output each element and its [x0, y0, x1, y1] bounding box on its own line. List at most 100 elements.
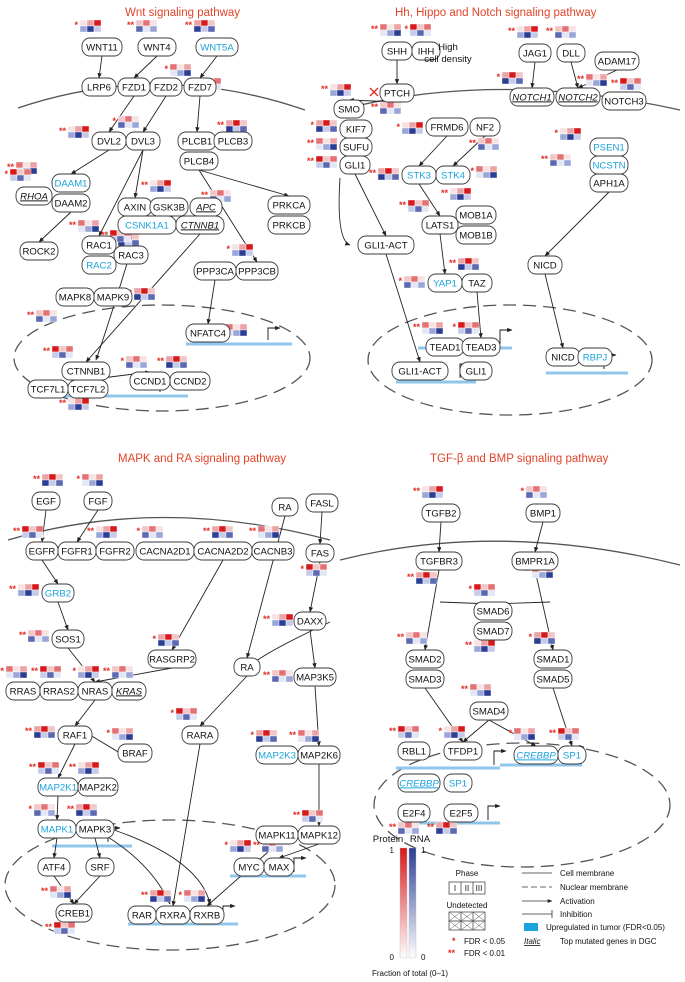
- node-rock2: ROCK2: [19, 241, 59, 261]
- node-rbl1: RBL1: [397, 741, 431, 761]
- node-daam1: DAAM1: [51, 173, 91, 193]
- mapk-cell-membrane: [7, 516, 331, 541]
- svg-text:*: *: [28, 804, 32, 814]
- node-srf: SRF: [85, 857, 115, 877]
- node-daxx: DAXX: [293, 611, 327, 631]
- svg-text:DAAM2: DAAM2: [54, 198, 87, 209]
- svg-text:**: **: [217, 120, 225, 130]
- node-rac3: RAC3: [113, 245, 149, 265]
- svg-text:*: *: [136, 526, 140, 536]
- node-gsk3b: GSK3B: [149, 197, 189, 217]
- node-stk4: STK4: [435, 165, 471, 185]
- svg-text:TEAD1: TEAD1: [430, 342, 461, 353]
- node-smad7: SMAD7: [473, 621, 513, 641]
- heatmap-wnt5a: **: [185, 19, 216, 33]
- node-egfr: EGFR: [25, 541, 59, 561]
- node-egf: EGF: [31, 491, 61, 511]
- svg-text:GRB2: GRB2: [45, 588, 71, 599]
- svg-text:**: **: [33, 474, 41, 484]
- node-mapk8: MAPK8: [55, 287, 95, 307]
- heatmap-smad2: **: [397, 631, 428, 645]
- heatmap-map2k1: **: [29, 761, 60, 775]
- svg-text:MAPK12: MAPK12: [300, 830, 338, 841]
- heatmap-ccnd1: *: [120, 355, 148, 369]
- node-cacna2d2: CACNA2D2: [193, 541, 253, 561]
- svg-text:**: **: [127, 20, 135, 30]
- svg-text:STK3: STK3: [407, 170, 431, 181]
- heatmap-tead1: **: [413, 321, 444, 335]
- svg-text:RAC3: RAC3: [118, 250, 144, 261]
- svg-text:RRAS2: RRAS2: [43, 686, 75, 697]
- heatmap-fas: *: [300, 563, 328, 577]
- node-sp1: SP1: [443, 773, 473, 793]
- edge-smad4-crebbp2: [488, 719, 537, 747]
- svg-text:**: **: [141, 890, 149, 900]
- svg-text:*: *: [508, 728, 512, 738]
- svg-text:CACNA2D1: CACNA2D1: [139, 546, 190, 557]
- svg-text:**: **: [101, 230, 109, 240]
- svg-text:**: **: [389, 726, 397, 736]
- svg-text:**: **: [461, 684, 469, 694]
- edge-mapk1-atf4: [52, 837, 58, 859]
- heatmap-notch1: *: [496, 71, 524, 85]
- node-cacna2d1: CACNA2D1: [135, 541, 195, 561]
- svg-text:RBPJ: RBPJ: [583, 352, 608, 363]
- svg-text:PPP3CA: PPP3CA: [196, 266, 234, 277]
- hh-panel-title: Hh, Hippo and Notch signaling pathway: [395, 7, 597, 19]
- svg-text:**: **: [307, 156, 315, 166]
- node-plcb1: PLCB1: [177, 131, 217, 151]
- protein-scale-top: 1: [390, 846, 395, 855]
- node-ppp3cb: PPP3CB: [235, 261, 279, 281]
- node-fas: FAS: [305, 543, 335, 563]
- heatmap-kras: **: [103, 665, 134, 679]
- node-rras2: RRAS2: [39, 681, 79, 701]
- edge-rasgrp2-nras: [94, 667, 173, 684]
- node-ra1: RA: [271, 497, 299, 517]
- svg-text:WNT4: WNT4: [143, 42, 171, 53]
- svg-text:**: **: [31, 666, 39, 676]
- heatmap-e2f4: **: [389, 821, 420, 835]
- node-notch3: NOTCH3: [601, 91, 647, 111]
- svg-text:NOTCH3: NOTCH3: [604, 96, 643, 107]
- node-aph1a: APH1A: [589, 173, 629, 193]
- node-map2k1: MAP2K1: [37, 777, 79, 797]
- svg-text:**: **: [307, 138, 315, 148]
- svg-text:IHH: IHH: [418, 46, 435, 57]
- edge-smad4-tfdp1: [462, 719, 490, 743]
- node-nicdn: NICD: [545, 347, 581, 367]
- svg-text:MOB1A: MOB1A: [459, 210, 493, 221]
- svg-text:LATS1: LATS1: [426, 220, 455, 231]
- svg-text:PRKCA: PRKCA: [272, 200, 306, 211]
- svg-text:*: *: [398, 276, 402, 286]
- svg-text:**: **: [413, 322, 421, 332]
- svg-text:*: *: [224, 840, 228, 850]
- node-rac1: RAC1: [81, 235, 117, 255]
- heatmap-creb1: **: [45, 921, 76, 935]
- svg-text:**: **: [45, 922, 53, 932]
- svg-text:RAR: RAR: [132, 910, 152, 921]
- edge-dvl3-axin: [133, 149, 144, 199]
- heatmap-map2k6: **: [289, 729, 320, 743]
- undetected-swatch: [448, 911, 486, 931]
- svg-text:SOS1: SOS1: [55, 634, 81, 645]
- svg-text:MAPK3: MAPK3: [79, 824, 112, 835]
- heatmap-cacnb3: **: [249, 525, 280, 539]
- svg-text:*: *: [106, 728, 110, 738]
- edge-grb2-sos1: [57, 601, 69, 631]
- svg-text:NF2: NF2: [476, 122, 494, 133]
- node-kif7: KIF7: [339, 119, 373, 139]
- node-sufu: SUFU: [339, 137, 373, 157]
- svg-text:STK4: STK4: [441, 170, 466, 181]
- node-tgfb2: TGFB2: [421, 503, 461, 523]
- node-atf4: ATF4: [37, 857, 71, 877]
- svg-text:**: **: [389, 822, 397, 832]
- svg-text:RA: RA: [240, 662, 254, 673]
- heatmap-fgf: *: [76, 473, 104, 487]
- edge-raf1-map2k1: [57, 743, 76, 779]
- svg-text:MAPK11: MAPK11: [258, 830, 295, 841]
- svg-text:**: **: [0, 666, 4, 676]
- heatmap-smad1: *: [528, 631, 556, 645]
- svg-text:PLCB3: PLCB3: [218, 136, 248, 147]
- node-rxrb: RXRB: [189, 905, 225, 925]
- svg-text:**: **: [469, 138, 477, 148]
